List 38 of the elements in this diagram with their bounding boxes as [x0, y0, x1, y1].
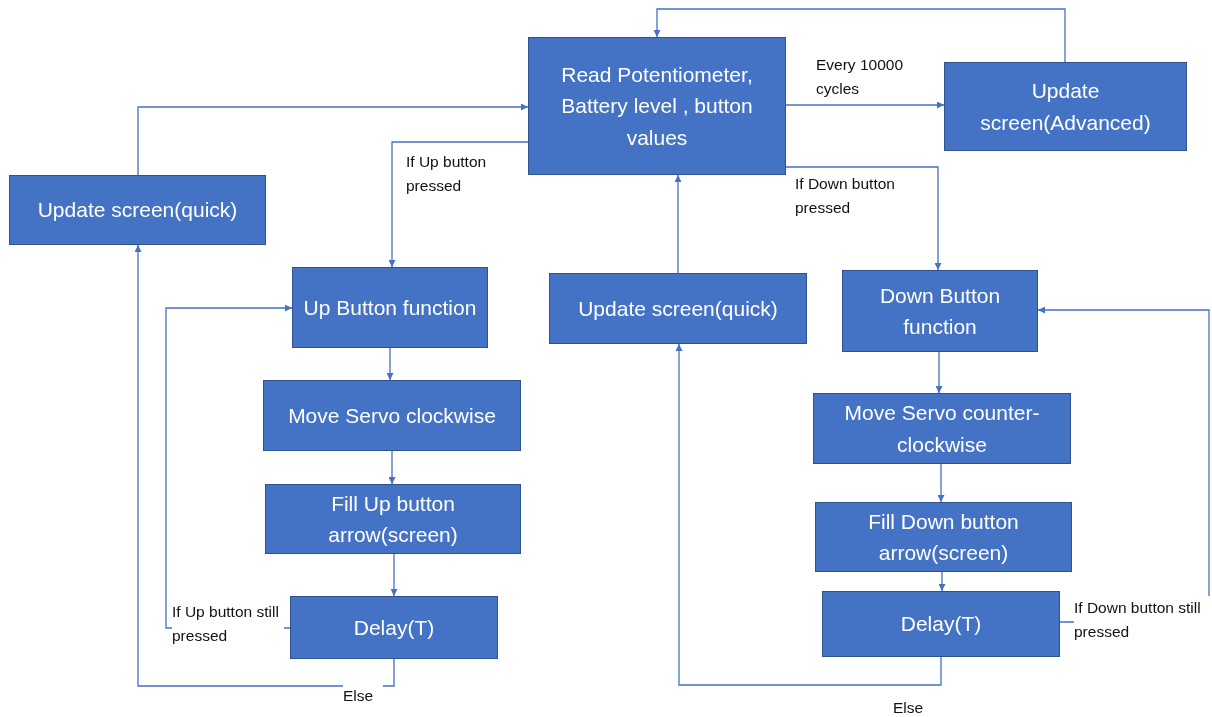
arrow	[388, 141, 529, 268]
process-box	[813, 393, 1071, 464]
node-label: Update screen(Advanced)	[979, 78, 1152, 136]
arrow	[674, 174, 682, 274]
node-label: Delay(T)	[353, 614, 435, 641]
process-box	[842, 270, 1038, 352]
node-label: Move Servo counter-clockwise	[843, 400, 1041, 458]
process-box	[944, 62, 1187, 151]
arrow	[653, 8, 1066, 63]
arrow	[937, 463, 945, 503]
node-label: Up Button function	[303, 294, 477, 321]
arrow	[785, 166, 942, 271]
arrow	[134, 244, 395, 687]
process-box	[528, 37, 786, 175]
node-label: Delay(T)	[900, 611, 982, 638]
node-label: Down Button function	[878, 282, 1002, 340]
arrow	[935, 351, 943, 394]
arrow	[675, 343, 942, 686]
process-box	[9, 175, 266, 245]
arrow	[137, 103, 529, 176]
process-box	[815, 502, 1072, 572]
node-label: Update screen(quick)	[578, 295, 778, 322]
node-label: Fill Up button arrow(screen)	[327, 490, 459, 548]
node-label: Fill Down button arrow(screen)	[867, 508, 1020, 566]
arrow	[938, 571, 946, 592]
arrow	[386, 347, 394, 381]
node-label: Move Servo clockwise	[288, 402, 496, 429]
process-box	[263, 380, 521, 451]
arrow	[388, 450, 396, 485]
process-box	[265, 484, 521, 554]
process-box	[290, 596, 498, 659]
node-label: Update screen(quick)	[37, 197, 238, 224]
process-box	[822, 591, 1060, 657]
node-label: Read Potentiometer, Battery level , button values	[560, 61, 754, 151]
arrow	[390, 553, 398, 597]
process-box	[292, 267, 488, 348]
arrow	[785, 101, 945, 109]
process-box	[549, 273, 807, 344]
